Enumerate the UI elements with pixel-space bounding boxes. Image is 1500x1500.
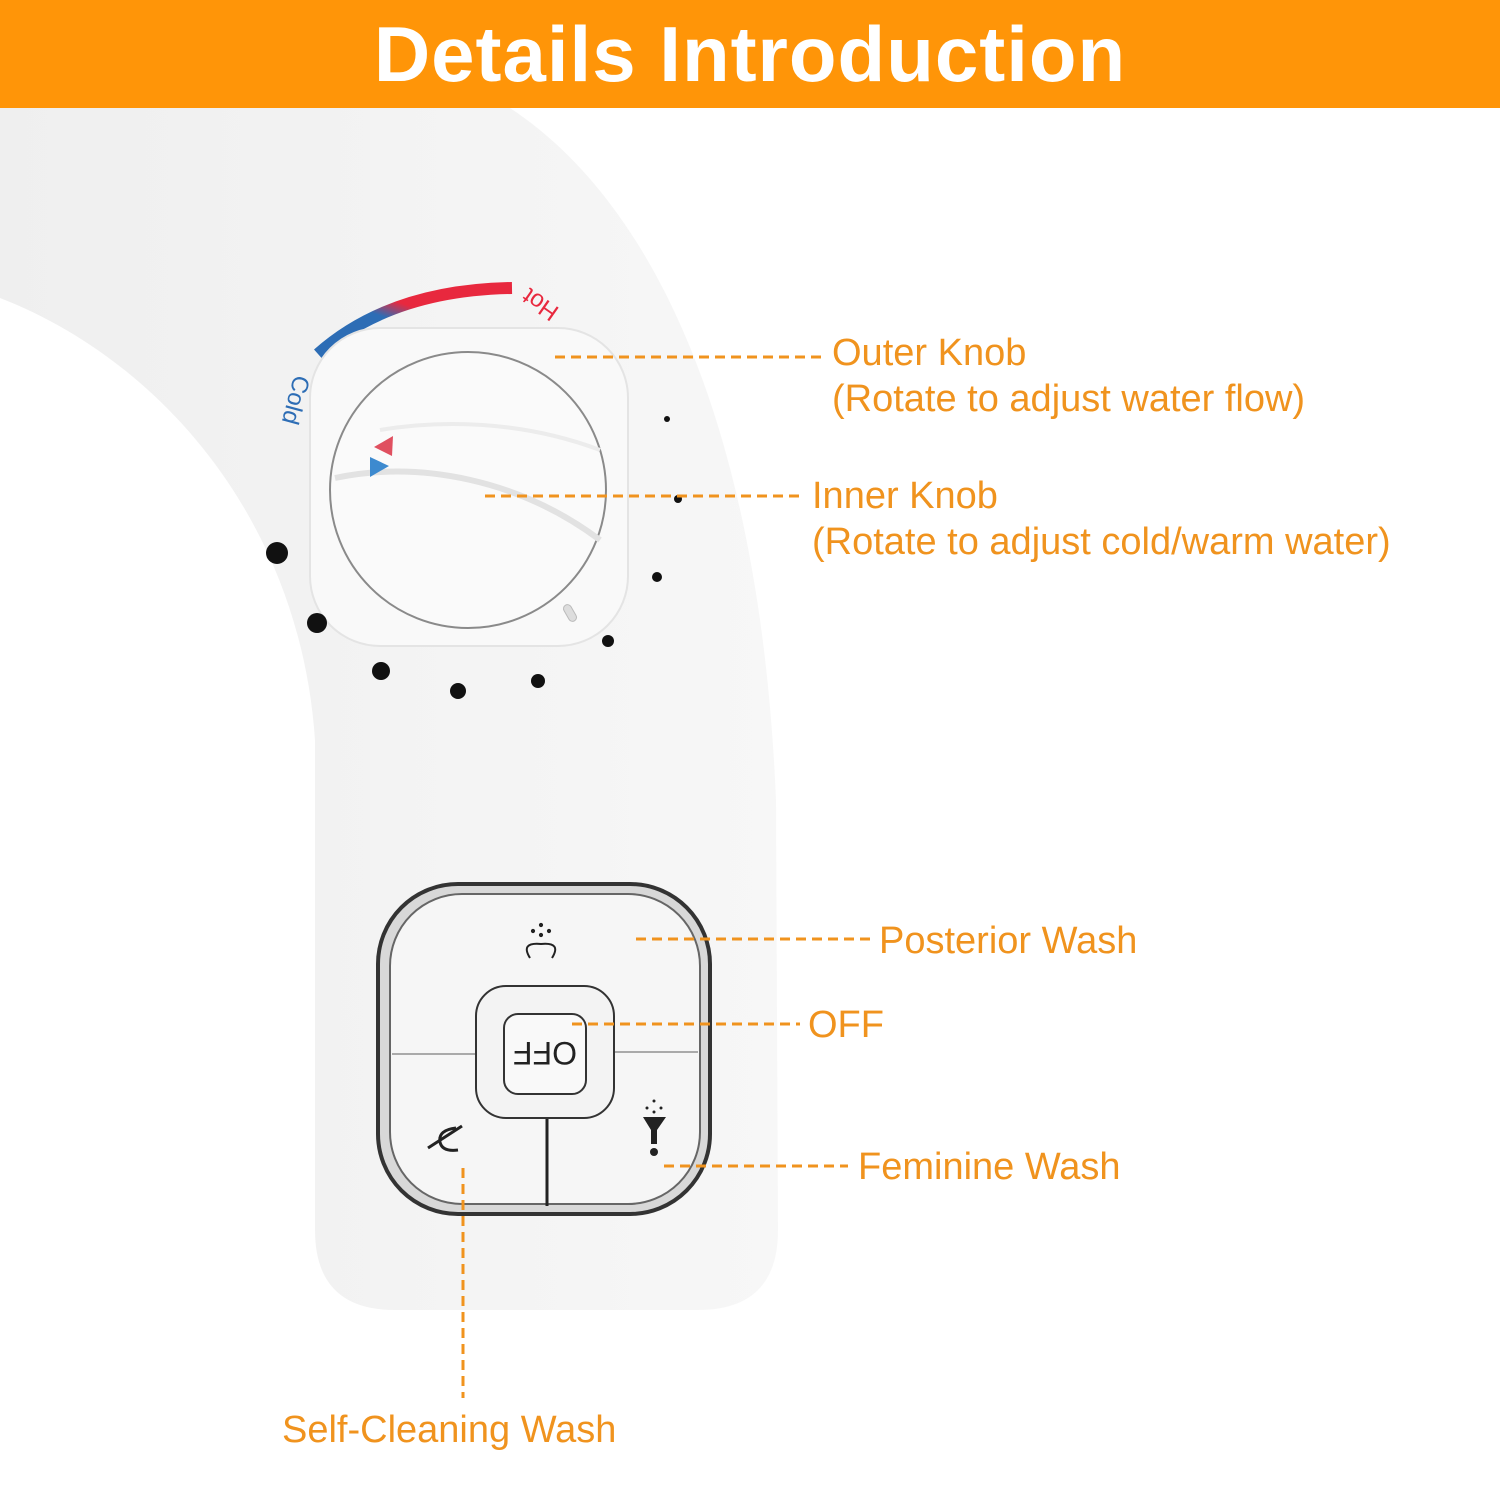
posterior-wash-label: Posterior Wash [879,920,1138,962]
page-title: Details Introduction [373,9,1127,98]
outer-knob-desc: (Rotate to adjust water flow) [832,378,1306,420]
off-button-label: OFF [513,1035,577,1071]
header-banner: Details Introduction [0,0,1500,108]
inner-knob-title: Inner Knob [812,475,998,517]
inner-knob-callout: Inner Knob (Rotate to adjust cold/warm w… [812,473,1391,565]
inner-knob-desc: (Rotate to adjust cold/warm water) [812,521,1391,563]
flow-scale-dots [266,416,682,699]
self-cleaning-label: Self-Cleaning Wash [282,1409,617,1451]
feminine-wash-icon [643,1099,666,1156]
off-callout-label: OFF [808,1004,884,1046]
callout-leader-lines [461,355,875,1398]
inner-knob [329,351,607,629]
feminine-wash-label: Feminine Wash [858,1146,1121,1188]
outer-knob-callout: Outer Knob (Rotate to adjust water flow) [832,330,1305,422]
off-button [503,1013,587,1095]
knob-indicator [563,604,577,622]
outer-knob-title: Outer Knob [832,332,1027,374]
cold-arrow-icon [370,457,389,477]
hot-arrow-icon [374,436,393,456]
temperature-arc [314,282,513,359]
self-cleaning-icon [427,1124,463,1152]
posterior-wash-icon [525,922,557,959]
